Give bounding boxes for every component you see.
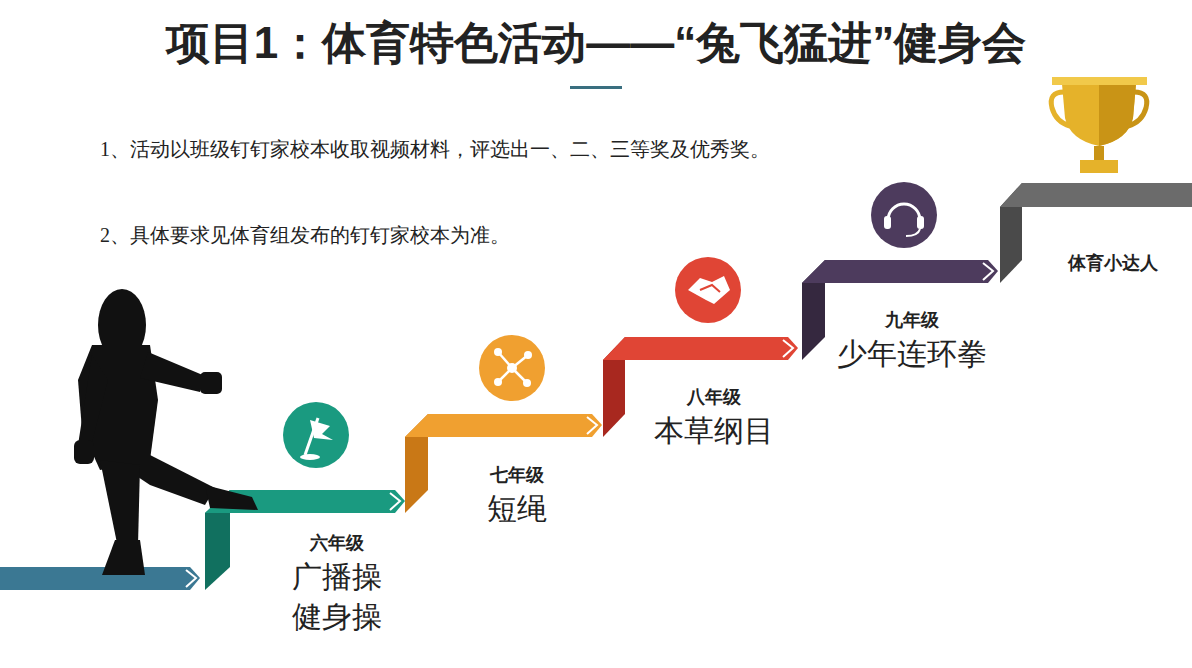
note-text: 2、具体要求见体育组发布的钉钉家校本为准。 [40, 214, 850, 256]
step-node: 八年级本草纲目 [639, 385, 789, 451]
activity-name: 短绳 [457, 489, 577, 529]
grade-label: 七年级 [457, 463, 577, 487]
grade-label: 八年级 [639, 385, 789, 409]
note-text: 1、活动以班级钉钉家校本收取视频材料，评选出一、二、三等奖及优秀奖。 [40, 128, 850, 170]
grade-label: 九年级 [822, 308, 1002, 332]
step-node: 九年级少年连环拳 [822, 308, 1002, 374]
grade-label: 体育小达人 [1053, 251, 1173, 275]
page-title: 项目1：体育特色活动——“兔飞猛进”健身会 [0, 14, 1192, 73]
step-node: 七年级短绳 [457, 463, 577, 529]
activity-name: 本草纲目 [639, 411, 789, 451]
step-node: 体育小达人 [1053, 251, 1173, 275]
activity-name: 广播操 健身操 [282, 557, 392, 637]
step-node: 六年级广播操 健身操 [282, 531, 392, 637]
grade-label: 六年级 [282, 531, 392, 555]
activity-name: 少年连环拳 [822, 334, 1002, 374]
